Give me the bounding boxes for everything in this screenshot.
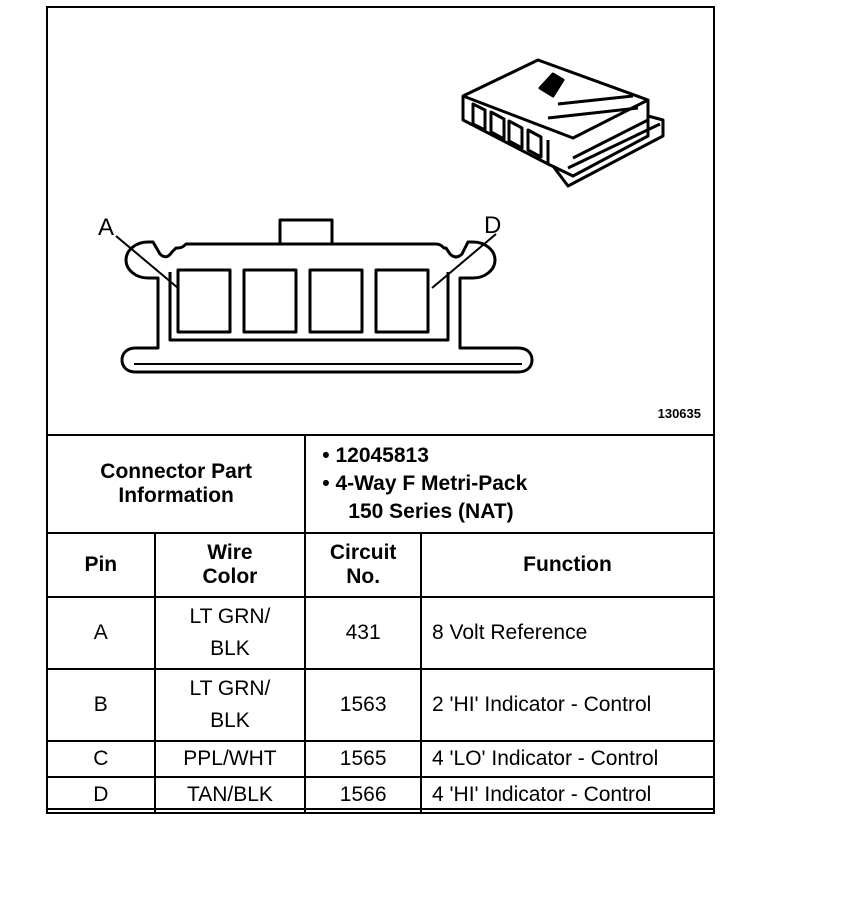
function-cell: 8 Volt Reference xyxy=(420,596,715,670)
circuit-cell: 1565 xyxy=(304,740,423,778)
part-info-label: Connector Part Information xyxy=(45,434,307,534)
connector-frame: A D 130635 Connector Part Information • … xyxy=(45,6,715,814)
wire-color-line2: BLK xyxy=(210,709,250,732)
part-info-values: • 12045813 • 4-Way F Metri-Pack 150 Seri… xyxy=(304,434,715,534)
part-info-row: Connector Part Information • 12045813 • … xyxy=(45,434,715,534)
header-pin: Pin xyxy=(46,532,156,598)
pin-cell: A xyxy=(46,596,156,670)
header-circuit: Circuit No. xyxy=(304,532,423,598)
header-function: Function xyxy=(420,532,715,598)
connector-3d-view xyxy=(115,58,665,374)
part-number: • 12045813 xyxy=(322,444,429,467)
header-circuit-line2: No. xyxy=(346,565,381,588)
header-wire-line2: Color xyxy=(202,565,258,588)
pin-d-callout: D xyxy=(484,212,502,239)
table-row: B LT GRN/ BLK 1563 2 'HI' Indicator - Co… xyxy=(46,668,715,742)
part-info-label-line2: Information xyxy=(118,484,234,507)
table-row: D TAN/BLK 1566 4 'HI' Indicator - Contro… xyxy=(46,776,715,814)
header-circuit-line1: Circuit xyxy=(329,541,397,564)
wire-color-line1: LT GRN/ xyxy=(189,677,271,700)
table-row: C PPL/WHT 1565 4 'LO' Indicator - Contro… xyxy=(46,740,715,778)
function-cell: 2 'HI' Indicator - Control xyxy=(420,668,715,742)
connector-drawing: A D 130635 xyxy=(48,8,713,434)
circuit-cell: 1563 xyxy=(304,668,423,742)
connector-table: Connector Part Information • 12045813 • … xyxy=(45,434,715,814)
pin-cell: D xyxy=(46,776,156,814)
connector-series: 150 Series (NAT) xyxy=(348,500,514,523)
pin-a-callout: A xyxy=(98,214,115,241)
figure-id: 130635 xyxy=(657,406,701,421)
header-row: Pin Wire Color Circuit No. Function xyxy=(46,532,715,598)
table-row: A LT GRN/ BLK 431 8 Volt Reference xyxy=(46,596,715,670)
pin-cell: C xyxy=(46,740,156,778)
circuit-cell: 431 xyxy=(304,596,423,670)
wire-color-line2: BLK xyxy=(210,637,250,660)
header-wire-line1: Wire xyxy=(207,541,253,564)
wire-color-line1: LT GRN/ xyxy=(189,605,271,628)
wire-color-cell: TAN/BLK xyxy=(153,776,307,814)
header-wire-color: Wire Color xyxy=(153,532,307,598)
part-info-label-line1: Connector Part xyxy=(100,460,252,483)
circuit-cell: 1566 xyxy=(304,776,423,814)
wire-color-cell: LT GRN/ BLK xyxy=(153,596,307,670)
pin-cell: B xyxy=(46,668,156,742)
connector-type: • 4-Way F Metri-Pack xyxy=(322,472,528,495)
function-cell: 4 'LO' Indicator - Control xyxy=(420,740,715,778)
wire-color-cell: LT GRN/ BLK xyxy=(153,668,307,742)
wire-color-cell: PPL/WHT xyxy=(153,740,307,778)
function-cell: 4 'HI' Indicator - Control xyxy=(420,776,715,814)
